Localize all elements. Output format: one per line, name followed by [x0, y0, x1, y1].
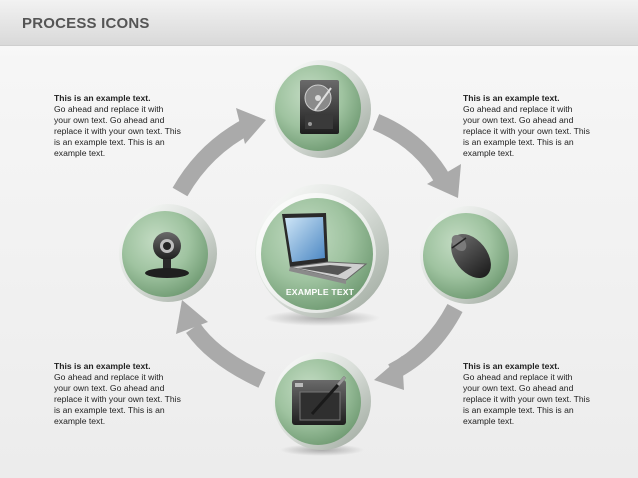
text-block-body: Go ahead and replace it with your own te…	[463, 372, 590, 426]
text-block-body: Go ahead and replace it with your own te…	[54, 372, 181, 426]
arrow-top-to-right	[372, 114, 461, 198]
text-block-bottom-left: This is an example text. Go ahead and re…	[54, 361, 182, 427]
laptop-icon	[282, 213, 368, 284]
left-node	[119, 204, 217, 302]
hard-drive-icon	[300, 80, 339, 134]
arrow-left-to-top	[172, 108, 266, 197]
text-block-heading: This is an example text.	[463, 361, 560, 371]
graphics-tablet-icon	[292, 376, 347, 425]
arrow-bottom-to-left	[176, 300, 266, 388]
text-block-heading: This is an example text.	[54, 361, 151, 371]
text-block-body: Go ahead and replace it with your own te…	[54, 104, 181, 158]
bottom-node	[273, 352, 371, 456]
mouse-icon	[451, 233, 491, 279]
arrow-right-to-bottom	[374, 303, 463, 390]
text-block-body: Go ahead and replace it with your own te…	[463, 104, 590, 158]
right-node	[420, 206, 518, 304]
text-block-heading: This is an example text.	[463, 93, 560, 103]
text-block-bottom-right: This is an example text. Go ahead and re…	[463, 361, 591, 427]
text-block-top-left: This is an example text. Go ahead and re…	[54, 93, 182, 159]
center-node	[255, 184, 389, 326]
top-node	[273, 60, 371, 158]
webcam-icon	[145, 232, 189, 278]
text-block-heading: This is an example text.	[54, 93, 151, 103]
page-title: PROCESS ICONS	[22, 15, 150, 32]
header-bar: PROCESS ICONS	[0, 0, 638, 46]
text-block-top-right: This is an example text. Go ahead and re…	[463, 93, 591, 159]
center-label: EXAMPLE TEXT	[285, 287, 355, 297]
